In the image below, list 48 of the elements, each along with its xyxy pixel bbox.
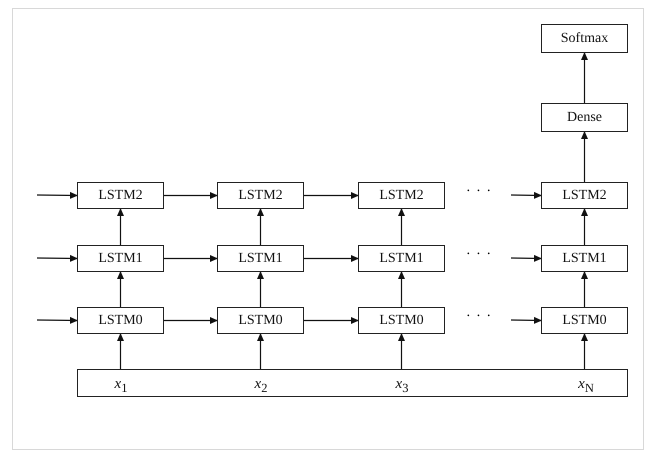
arrow bbox=[257, 271, 264, 307]
layer-box: Dense bbox=[541, 103, 628, 132]
input-bar bbox=[77, 369, 628, 397]
layer-box: LSTM2 bbox=[358, 182, 445, 209]
layer-box: LSTM2 bbox=[541, 182, 628, 209]
ellipsis-label: · · · bbox=[466, 184, 492, 200]
arrow bbox=[581, 208, 588, 245]
arrow bbox=[510, 192, 542, 199]
arrow bbox=[581, 271, 588, 307]
arrow bbox=[304, 192, 359, 199]
arrow bbox=[510, 316, 542, 324]
arrow bbox=[164, 317, 218, 324]
arrow bbox=[37, 254, 78, 262]
layer-box: LSTM0 bbox=[217, 307, 304, 334]
layer-box: LSTM0 bbox=[358, 307, 445, 334]
arrow bbox=[398, 333, 405, 369]
ellipsis-label: · · · bbox=[466, 309, 492, 325]
layer-box: LSTM2 bbox=[217, 182, 304, 209]
input-label: x$_{1}$ bbox=[114, 376, 128, 396]
arrow bbox=[581, 52, 588, 103]
arrow bbox=[37, 316, 78, 324]
layer-box: LSTM1 bbox=[541, 245, 628, 272]
arrow bbox=[257, 333, 264, 369]
arrow bbox=[164, 192, 218, 199]
layer-box: LSTM1 bbox=[358, 245, 445, 272]
arrow bbox=[117, 333, 124, 369]
input-label: x$_{N}$ bbox=[578, 376, 594, 396]
arrow bbox=[117, 208, 124, 245]
arrow bbox=[257, 208, 264, 245]
arrow bbox=[304, 317, 359, 324]
arrow bbox=[398, 208, 405, 245]
layer-box: LSTM0 bbox=[541, 307, 628, 334]
arrow bbox=[581, 131, 588, 182]
ellipsis-label: · · · bbox=[466, 247, 492, 263]
arrow bbox=[510, 254, 542, 262]
input-label: x$_{2}$ bbox=[254, 376, 268, 396]
layer-box: Softmax bbox=[541, 24, 628, 53]
arrow bbox=[581, 333, 588, 369]
layer-box: LSTM1 bbox=[77, 245, 164, 272]
arrow bbox=[117, 271, 124, 307]
layer-box: LSTM2 bbox=[77, 182, 164, 209]
arrow bbox=[37, 192, 78, 199]
input-label: x$_{3}$ bbox=[396, 376, 408, 396]
arrow bbox=[398, 271, 405, 307]
arrow bbox=[164, 255, 218, 262]
arrow bbox=[304, 255, 359, 262]
layer-box: LSTM1 bbox=[217, 245, 304, 272]
layer-box: LSTM0 bbox=[77, 307, 164, 334]
